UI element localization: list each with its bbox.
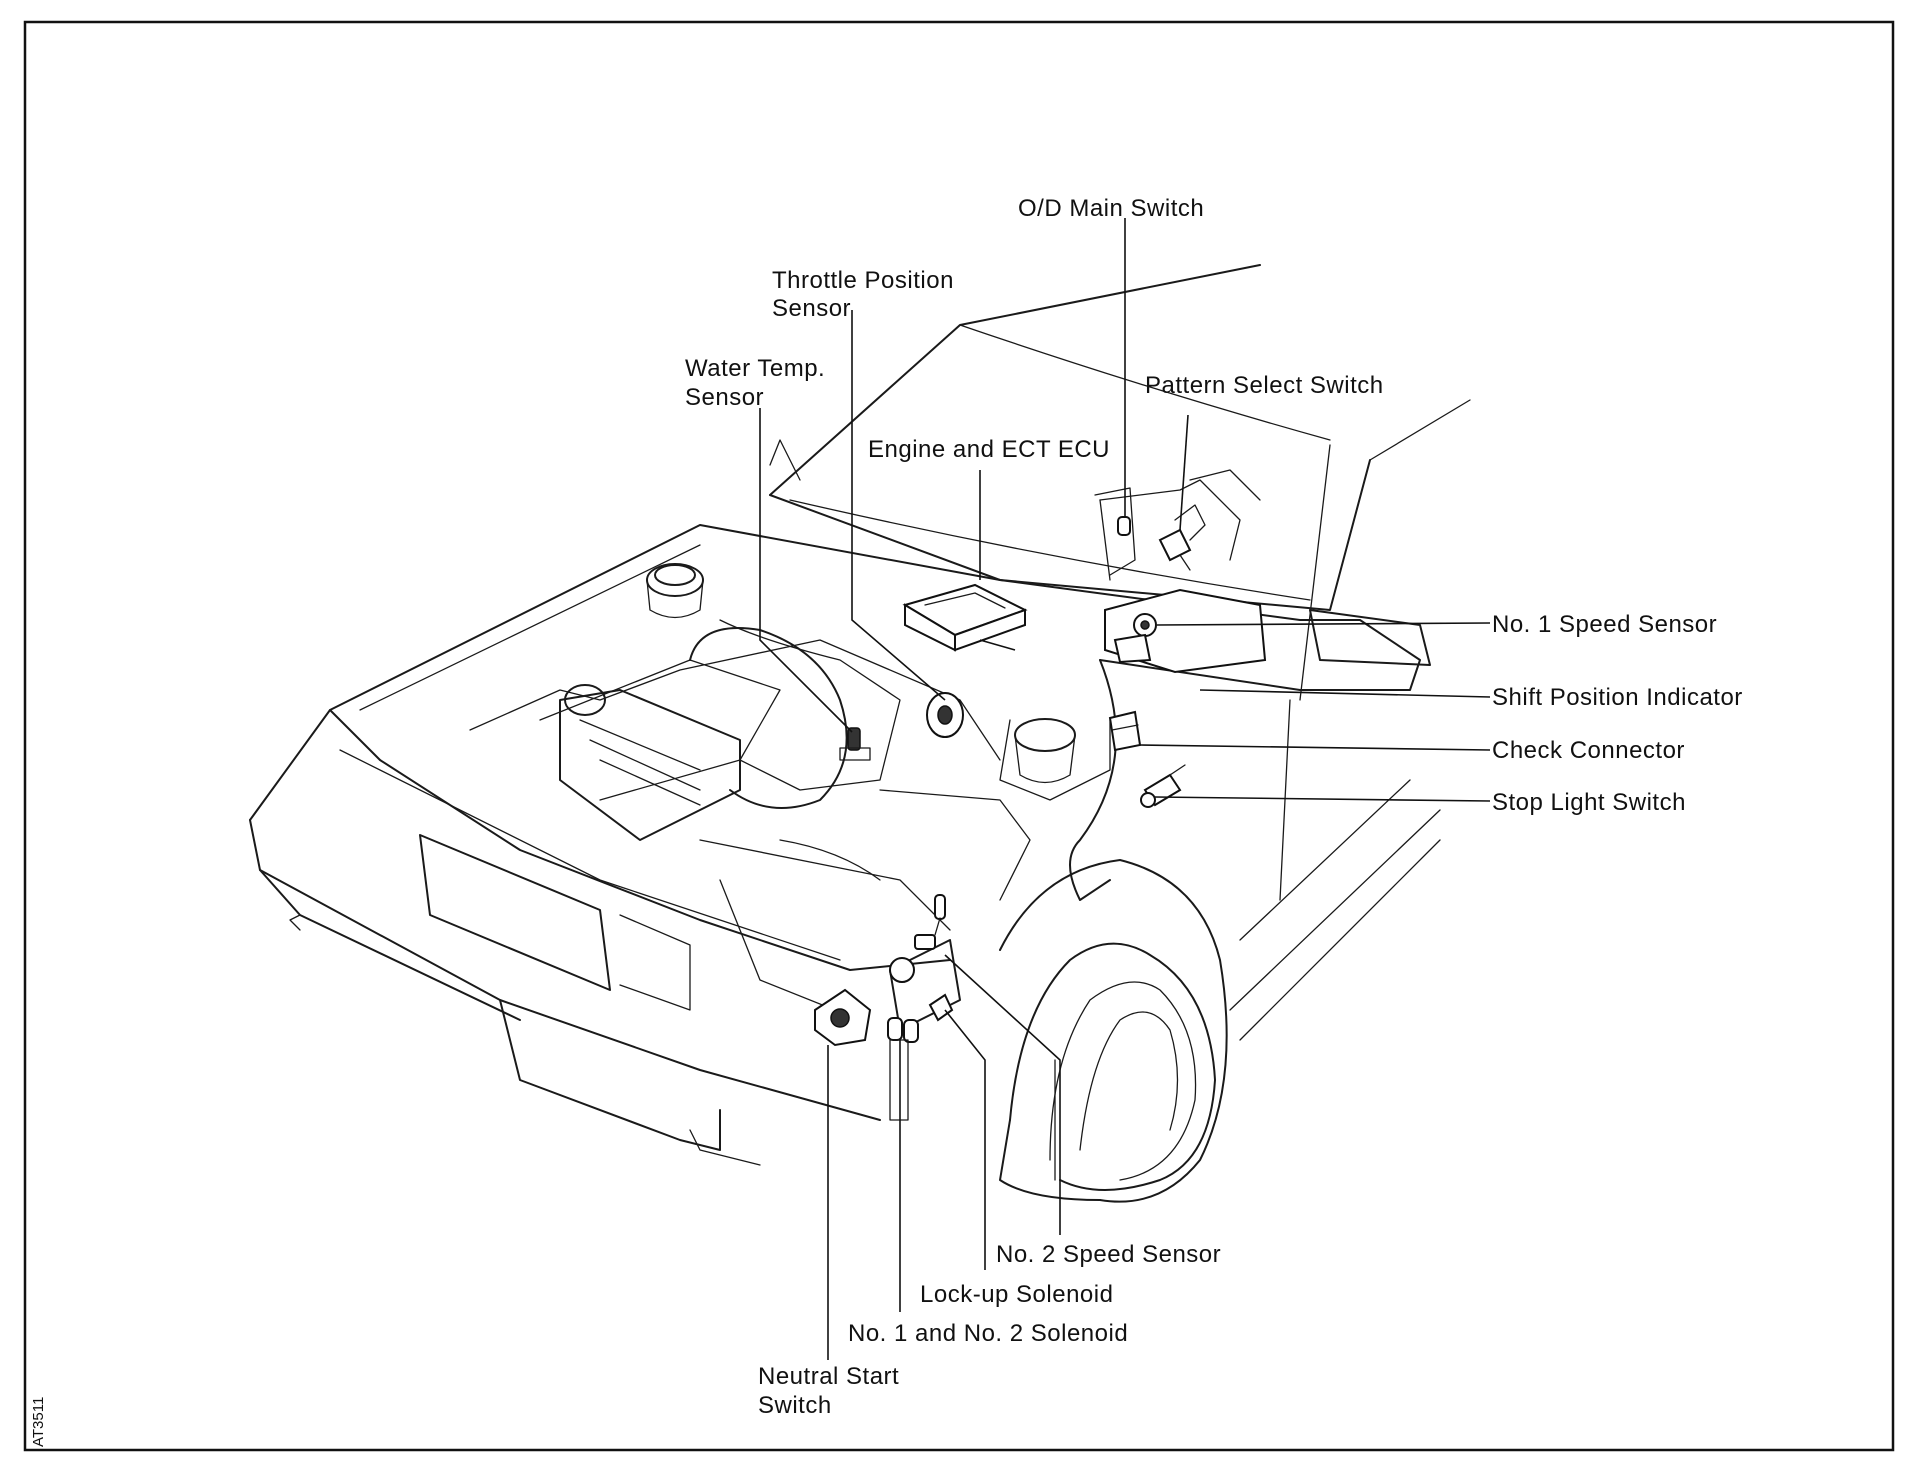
no1-speed-sensor-part xyxy=(1104,588,1267,674)
leader-lines xyxy=(759,218,1491,1360)
label-no1-speed-sensor: No. 1 Speed Sensor xyxy=(1492,611,1717,638)
check-connector-part xyxy=(1108,710,1142,752)
label-neutral-start-switch-line1: Neutral Start xyxy=(758,1363,899,1390)
label-throttle-position-sensor-line1: Throttle Position xyxy=(772,267,954,294)
car-illustration xyxy=(249,264,1471,1203)
stop-light-switch-part xyxy=(1140,764,1186,808)
label-lockup-solenoid: Lock-up Solenoid xyxy=(920,1281,1113,1308)
throttle-position-sensor-part xyxy=(926,692,964,738)
label-water-temp-sensor-line2: Sensor xyxy=(685,384,764,411)
label-no2-speed-sensor: No. 2 Speed Sensor xyxy=(996,1241,1221,1268)
label-check-connector: Check Connector xyxy=(1492,737,1685,764)
label-neutral-start-switch-line2: Switch xyxy=(758,1392,832,1419)
lockup-solenoid-part xyxy=(928,993,954,1022)
figure-code: AT3511 xyxy=(30,1397,47,1447)
label-engine-ect-ecu: Engine and ECT ECU xyxy=(868,436,1110,463)
label-stop-light-switch: Stop Light Switch xyxy=(1492,789,1686,816)
label-od-main-switch: O/D Main Switch xyxy=(1018,195,1204,222)
pattern-select-switch-part xyxy=(1158,504,1206,571)
no1-no2-solenoid-part xyxy=(887,1017,919,1121)
diagram-frame xyxy=(23,20,1895,1452)
no2-speed-sensor-part xyxy=(889,894,946,983)
od-main-switch-part xyxy=(1094,487,1136,576)
label-shift-position-indicator: Shift Position Indicator xyxy=(1492,684,1743,711)
label-throttle-position-sensor-line2: Sensor xyxy=(772,295,851,322)
engine-ect-ecu-part xyxy=(902,583,1028,652)
label-no1-no2-solenoid: No. 1 and No. 2 Solenoid xyxy=(848,1320,1128,1347)
label-water-temp-sensor-line1: Water Temp. xyxy=(685,355,825,382)
label-pattern-select-switch: Pattern Select Switch xyxy=(1145,372,1384,399)
water-temp-sensor-part xyxy=(839,727,871,761)
labels: O/D Main Switch Throttle Position Sensor… xyxy=(30,195,1743,1447)
neutral-start-switch-part xyxy=(814,988,872,1047)
